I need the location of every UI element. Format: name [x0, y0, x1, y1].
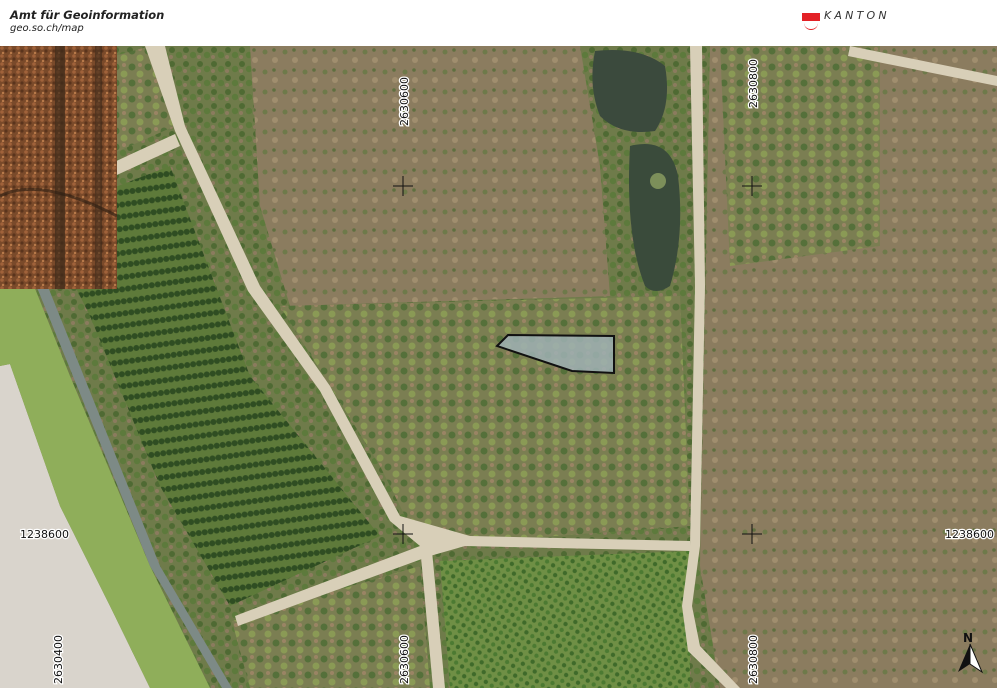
grid-label-y-lower-left: 1238600: [20, 528, 69, 541]
grid-label-x-top-center: 2630600: [398, 77, 411, 126]
clearing-central: [250, 46, 610, 306]
organization-url[interactable]: geo.so.ch/map: [10, 23, 84, 34]
grid-label-x-top-right: 2630800: [747, 59, 760, 108]
pond-island: [650, 173, 666, 189]
grid-label-x-bottom-right: 2630800: [747, 635, 760, 684]
grid-label-y-lower-right: 1238600: [945, 528, 994, 541]
grid-label-x-bottom-left: 2630400: [52, 635, 65, 684]
map-view[interactable]: 2630400 2630600 2630800 1238800 1238600 …: [0, 46, 997, 688]
organization-name: Amt für Geoinformation: [10, 8, 165, 22]
north-arrow-icon: N: [958, 631, 984, 674]
north-arrow-label: N: [963, 631, 973, 645]
road-north-east: [848, 46, 997, 86]
grid-label-x-bottom-center: 2630600: [398, 635, 411, 684]
forest-top-right: [720, 46, 880, 266]
gravel-pit: [0, 364, 150, 688]
canton-swoosh-icon: [804, 23, 818, 30]
road-east: [682, 46, 740, 688]
pond-south: [629, 144, 681, 291]
orthophoto-map[interactable]: 2630400 2630600 2630800 1238800 1238600 …: [0, 46, 997, 688]
forest-bottom-left: [232, 566, 430, 688]
canton-flag-icon: [802, 13, 820, 21]
pond-north: [592, 50, 668, 132]
grid-crosses: [393, 176, 762, 544]
grass-strip: [0, 236, 210, 688]
road-south: [420, 546, 445, 688]
young-plantation: [440, 551, 690, 688]
highlight-polygon[interactable]: [495, 333, 615, 375]
inset-photo: [0, 46, 117, 289]
embankment-line: [12, 222, 232, 688]
plantation-left: [40, 166, 380, 606]
header: Amt für Geoinformation geo.so.ch/map KAN…: [0, 0, 997, 46]
canton-label: KANTON: [824, 9, 890, 22]
